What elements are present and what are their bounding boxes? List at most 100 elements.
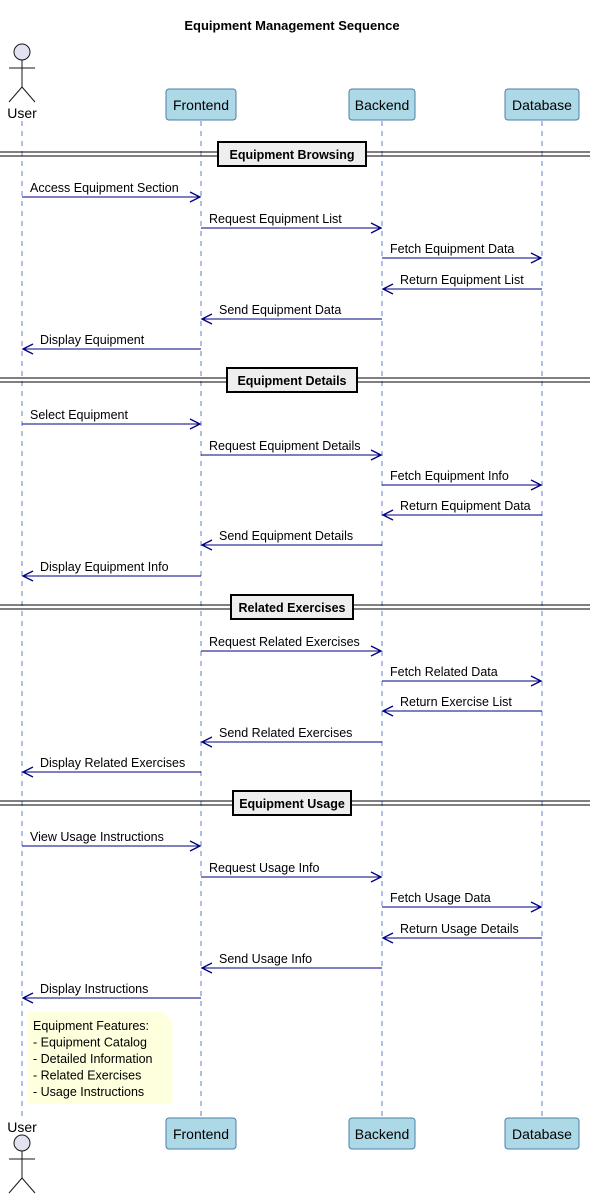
message-user-to-frontend: Select Equipment	[22, 408, 202, 430]
message-label: Return Exercise List	[400, 695, 512, 709]
message-frontend-to-user: Display Equipment Info	[21, 560, 201, 582]
message-arrowhead	[530, 479, 543, 491]
message-backend-to-frontend: Send Equipment Data	[200, 303, 382, 325]
section-divider-box	[226, 367, 358, 393]
message-backend-to-database: Fetch Usage Data	[382, 891, 543, 913]
note-line: - Equipment Catalog	[33, 1036, 147, 1050]
message-frontend-to-user: Display Instructions	[21, 982, 201, 1004]
note-line: Equipment Features:	[33, 1019, 149, 1033]
message-arrowhead	[530, 252, 543, 264]
participant-box-backend	[348, 1117, 416, 1150]
message-label: Display Related Exercises	[40, 756, 185, 770]
message-backend-to-database: Fetch Related Data	[382, 665, 543, 687]
message-frontend-to-backend: Request Equipment Details	[201, 439, 383, 461]
participant-box-frontend	[165, 1117, 237, 1150]
message-arrowhead	[21, 570, 34, 582]
message-arrowhead	[189, 191, 202, 203]
section-title: Related Exercises	[238, 601, 345, 615]
message-label: Send Related Exercises	[219, 726, 352, 740]
section-divider-box	[232, 790, 352, 816]
note-line: - Detailed Information	[33, 1052, 153, 1066]
message-label: Request Related Exercises	[209, 635, 360, 649]
message-label: Display Equipment	[40, 333, 145, 347]
message-arrowhead	[370, 871, 383, 883]
message-arrowhead	[370, 645, 383, 657]
actor-head	[13, 1134, 31, 1152]
section-divider-box	[217, 141, 367, 167]
participant-headers-bottom: User Frontend Backend Database	[7, 1117, 580, 1194]
message-arrowhead	[189, 418, 202, 430]
message-arrowhead	[370, 222, 383, 234]
message-label: Return Usage Details	[400, 922, 519, 936]
message-frontend-to-backend: Request Related Exercises	[201, 635, 383, 657]
message-label: View Usage Instructions	[30, 830, 164, 844]
message-label: Display Equipment Info	[40, 560, 169, 574]
message-label: Request Equipment List	[209, 212, 342, 226]
message-label: Access Equipment Section	[30, 181, 179, 195]
actor-leg-left	[8, 1177, 23, 1194]
message-backend-to-database: Fetch Equipment Data	[382, 242, 543, 264]
participant-label-backend: Backend	[355, 1126, 409, 1142]
actor-label: User	[7, 1119, 37, 1135]
participant-label-database: Database	[512, 1126, 572, 1142]
message-frontend-to-user: Display Equipment	[21, 333, 201, 355]
message-frontend-to-user: Display Related Exercises	[21, 756, 201, 778]
message-arrowhead	[530, 675, 543, 687]
section-title: Equipment Usage	[239, 797, 345, 811]
message-arrowhead	[381, 932, 394, 944]
participant-box-database	[504, 1117, 580, 1150]
message-arrowhead	[370, 449, 383, 461]
message-backend-to-frontend: Send Related Exercises	[200, 726, 382, 748]
section-title: Equipment Browsing	[230, 148, 355, 162]
message-label: Fetch Usage Data	[390, 891, 491, 905]
note: Equipment Features: - Equipment Catalog - …	[27, 1011, 173, 1104]
message-label: Send Equipment Details	[219, 529, 353, 543]
message-label: Fetch Equipment Data	[390, 242, 514, 256]
actor-leg-right	[21, 86, 36, 103]
message-arrowhead	[200, 313, 213, 325]
participant-label-frontend: Frontend	[173, 97, 229, 113]
diagram-title: Equipment Management Sequence	[184, 18, 399, 33]
message-database-to-backend: Return Exercise List	[381, 695, 542, 717]
message-arrowhead	[189, 840, 202, 852]
message-label: Send Usage Info	[219, 952, 312, 966]
message-label: Display Instructions	[40, 982, 148, 996]
message-database-to-backend: Return Equipment List	[381, 273, 542, 295]
message-label: Select Equipment	[30, 408, 129, 422]
message-frontend-to-backend: Request Equipment List	[201, 212, 383, 234]
participant-box-database	[504, 88, 580, 121]
message-label: Fetch Equipment Info	[390, 469, 509, 483]
message-arrowhead	[21, 343, 34, 355]
message-arrowhead	[21, 992, 34, 1004]
note-box	[27, 1011, 173, 1104]
participant-label-database: Database	[512, 97, 572, 113]
actor-head	[13, 43, 31, 61]
message-backend-to-database: Fetch Equipment Info	[382, 469, 543, 491]
message-database-to-backend: Return Usage Details	[381, 922, 542, 944]
note-line: - Usage Instructions	[33, 1085, 144, 1099]
message-label: Request Usage Info	[209, 861, 320, 875]
message-backend-to-frontend: Send Equipment Details	[200, 529, 382, 551]
message-frontend-to-backend: Request Usage Info	[201, 861, 383, 883]
message-arrowhead	[381, 283, 394, 295]
participant-box-frontend	[165, 88, 237, 121]
message-label: Fetch Related Data	[390, 665, 498, 679]
participant-label-frontend: Frontend	[173, 1126, 229, 1142]
message-user-to-frontend: View Usage Instructions	[22, 830, 202, 852]
message-database-to-backend: Return Equipment Data	[381, 499, 542, 521]
message-arrowhead	[381, 509, 394, 521]
message-user-to-frontend: Access Equipment Section	[22, 181, 202, 203]
message-arrowhead	[381, 705, 394, 717]
section-title: Equipment Details	[237, 374, 346, 388]
section-divider-box	[230, 594, 354, 620]
actor-leg-left	[8, 86, 23, 103]
message-arrowhead	[530, 901, 543, 913]
message-label: Return Equipment Data	[400, 499, 531, 513]
message-arrowhead	[200, 736, 213, 748]
